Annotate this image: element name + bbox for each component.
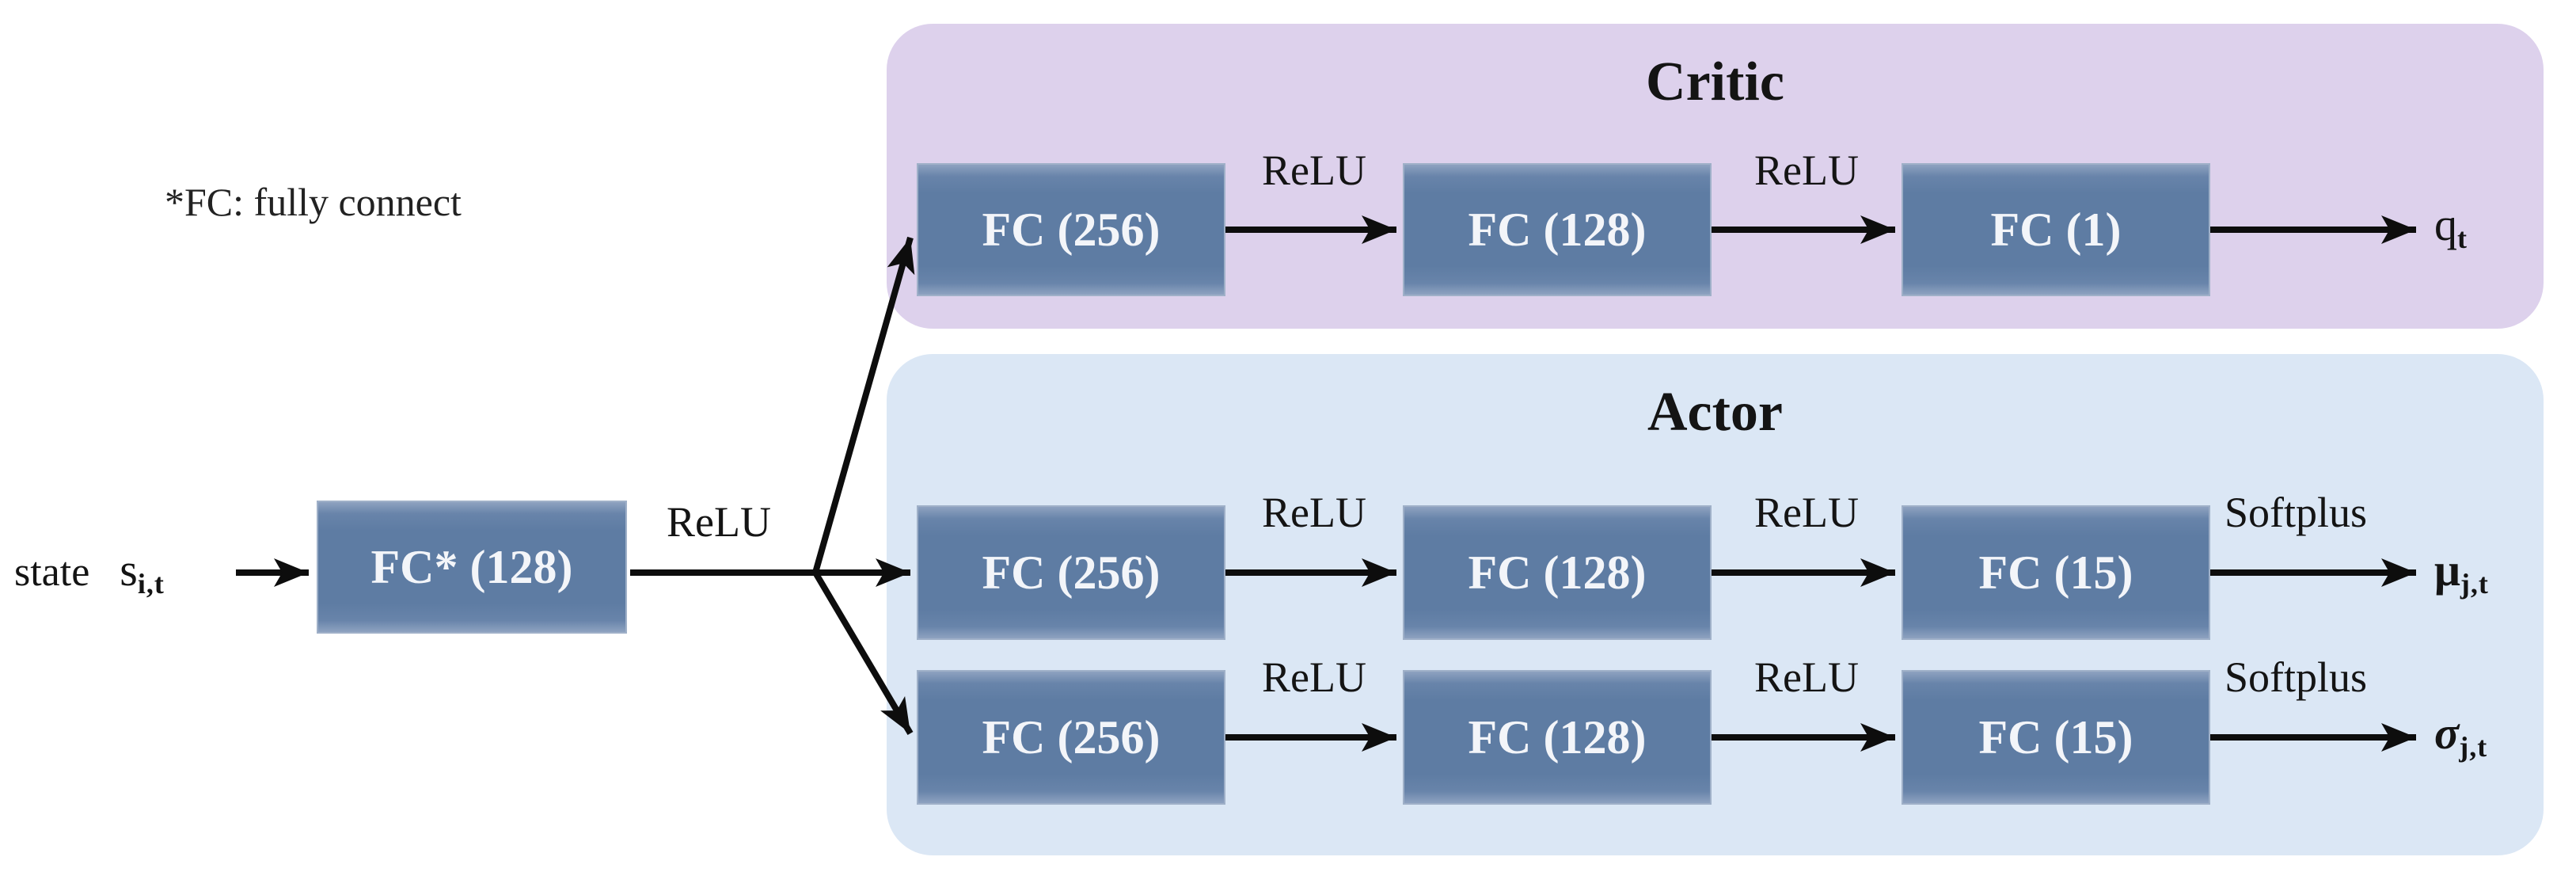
fc-box-actor2-2: FC (128) xyxy=(1403,670,1712,805)
fc-box-actor1-2: FC (128) xyxy=(1403,505,1712,640)
activation-actor2-relu-1: ReLU xyxy=(1262,653,1366,701)
critic-title: Critic xyxy=(1646,51,1784,112)
state-symbol: si,t xyxy=(120,544,165,600)
critic-output-label: qt xyxy=(2434,199,2468,255)
arrow-branch-to-actor-row2 xyxy=(812,570,914,736)
activation-actor2-softplus: Softplus xyxy=(2224,653,2368,701)
state-word: state xyxy=(14,550,90,595)
input-state-label: state si,t xyxy=(14,544,165,600)
fc-box-critic-3: FC (1) xyxy=(1902,163,2210,296)
fc-box-shared: FC* (128) xyxy=(317,501,627,634)
footnote-fc-definition: *FC: fully connect xyxy=(165,180,462,224)
state-subscript: i,t xyxy=(137,568,165,600)
actor2-output-label: σj,t xyxy=(2434,707,2488,763)
fc-box-actor2-3: FC (15) xyxy=(1902,670,2210,805)
fc-box-actor1-1: FC (256) xyxy=(917,505,1225,640)
fc-box-actor2-1: FC (256) xyxy=(917,670,1225,805)
activation-critic-relu-1: ReLU xyxy=(1262,147,1366,194)
activation-actor1-relu-2: ReLU xyxy=(1754,489,1859,536)
actor-title: Actor xyxy=(1647,382,1783,443)
activation-actor1-softplus: Softplus xyxy=(2224,489,2368,536)
activation-actor2-relu-2: ReLU xyxy=(1754,653,1859,701)
fc-box-critic-1: FC (256) xyxy=(917,163,1225,296)
activation-actor1-relu-1: ReLU xyxy=(1262,489,1366,536)
fc-box-critic-2: FC (128) xyxy=(1403,163,1712,296)
arrow-branch-to-critic xyxy=(812,236,915,574)
actor1-output-label: μj,t xyxy=(2434,544,2489,600)
activation-critic-relu-2: ReLU xyxy=(1754,147,1859,194)
activation-shared-relu: ReLU xyxy=(667,498,771,546)
fc-box-actor1-3: FC (15) xyxy=(1902,505,2210,640)
